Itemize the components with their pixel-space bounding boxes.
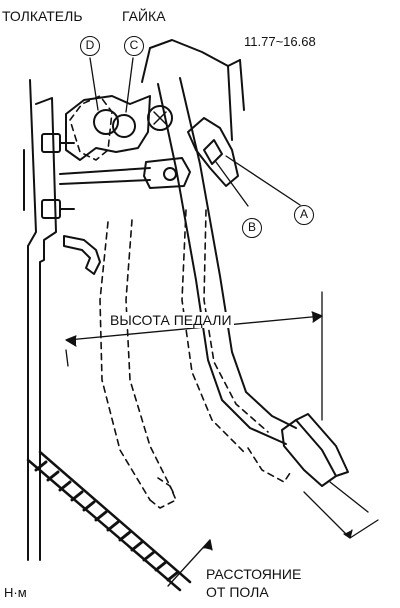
marker-b: B (242, 218, 262, 238)
floor-distance-label-line1: РАССТОЯНИЕ (206, 566, 302, 582)
pedal-travel-dashed (69, 95, 293, 509)
floor-distance-label-line2: ОТ ПОЛА (206, 584, 269, 600)
marker-d: D (80, 36, 100, 56)
unit-label: Н·м (4, 585, 27, 600)
floor-distance-dimension (167, 481, 379, 587)
clevis-mechanism (59, 95, 239, 189)
pedal-arm (141, 39, 297, 445)
pusher-label: ТОЛКАТЕЛЬ (2, 8, 83, 24)
pedal-height-dimension (65, 291, 323, 421)
nut-label: ГАЙКА (122, 8, 166, 24)
marker-a: A (294, 205, 314, 225)
leader-lines (89, 57, 301, 207)
pedal-height-label: ВЫСОТА ПЕДАЛИ (108, 312, 234, 328)
pedal-pad (281, 413, 349, 487)
floor-hatched (26, 450, 192, 592)
firewall-bracket (23, 79, 101, 561)
marker-c: C (124, 36, 144, 56)
torque-spec-label: 11.77~16.68 (244, 34, 316, 49)
